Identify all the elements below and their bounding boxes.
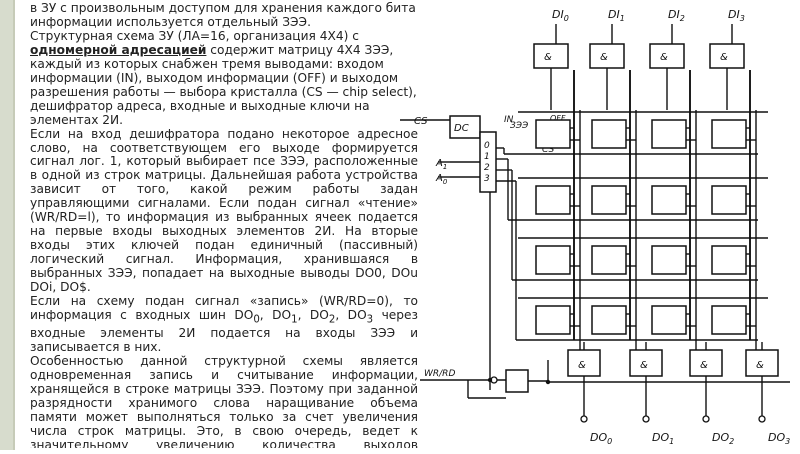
cell-label: ЗЭЭ: [510, 121, 529, 131]
side-stripe-accent: [13, 0, 15, 450]
input-label-di0: DI0: [552, 8, 569, 23]
decoder-dc-label: DC: [454, 123, 469, 134]
memory-cell: [651, 119, 687, 149]
memory-cell: [535, 185, 571, 215]
paragraph-read: Если на вход дешифратора подано некоторо…: [30, 126, 418, 295]
memory-cell: [591, 305, 627, 335]
output-gate-label: &: [756, 360, 764, 371]
decoder-output-label: 0: [484, 141, 490, 151]
output-gate-label: &: [700, 360, 708, 371]
decoder-dc-box: [449, 115, 481, 139]
memory-cell: [535, 119, 571, 149]
side-stripe: [0, 0, 14, 450]
body-text: в ЗУ с произвольным доступом для хранени…: [30, 2, 418, 448]
decoder-output-label: 2: [484, 163, 490, 173]
highlight-term: одномерной адресацией: [30, 42, 207, 57]
input-gate-label: &: [660, 52, 668, 63]
input-label-di2: DI2: [668, 8, 685, 23]
wrrd-label: WR/RD: [424, 369, 455, 379]
memory-cell: [591, 245, 627, 275]
input-gate-label: &: [720, 52, 728, 63]
memory-cell: [651, 245, 687, 275]
output-label-do2: DO2: [712, 431, 734, 446]
output-gate-0: [567, 349, 601, 377]
output-terminal: [580, 415, 588, 423]
wrrd-inverter: [505, 369, 529, 393]
junction-dot: [487, 377, 493, 383]
cs-input-label: CS: [414, 116, 428, 127]
output-label-do1: DO1: [652, 431, 674, 446]
in-pin-label: IN: [504, 115, 514, 125]
memory-cell: [651, 185, 687, 215]
memory-cell: [591, 185, 627, 215]
memory-cell: [711, 185, 747, 215]
decoder-output-label: 3: [484, 174, 490, 184]
cs-pin-label: CS: [542, 145, 554, 155]
memory-cell: [535, 245, 571, 275]
memory-cell: [711, 305, 747, 335]
address-label-a1: A1: [435, 158, 447, 171]
output-gate-label: &: [578, 360, 586, 371]
input-gate-label: &: [544, 52, 552, 63]
input-gate-label: &: [600, 52, 608, 63]
output-terminal: [702, 415, 710, 423]
output-gate-label: &: [640, 360, 648, 371]
output-terminal: [758, 415, 766, 423]
memory-cell: [711, 245, 747, 275]
output-gate-1: [629, 349, 663, 377]
paragraph-structure: Структурная схема ЗУ (ЛА=16, организация…: [30, 28, 417, 127]
junction-dot: [545, 379, 551, 385]
paragraph-write: Если на схему подан сигнал «запись» (WR/…: [30, 294, 418, 355]
input-gate-2: [649, 43, 685, 69]
decoder-output-label: 1: [484, 152, 490, 162]
output-label-do0: DO0: [590, 431, 612, 446]
address-label-a0: A0: [435, 173, 448, 186]
memory-cell: [591, 119, 627, 149]
input-gate-1: [589, 43, 625, 69]
paragraph-intro: в ЗУ с произвольным доступом для хранени…: [30, 2, 416, 29]
memory-cell: [711, 119, 747, 149]
off-pin-label: OFF: [550, 114, 566, 123]
input-label-di1: DI1: [608, 8, 625, 23]
paragraph-feature: Особенностью данной структурной схемы яв…: [30, 354, 418, 448]
output-terminal: [642, 415, 650, 423]
input-label-di3: DI3: [728, 8, 745, 23]
memory-cell: [535, 305, 571, 335]
memory-cell: [651, 305, 687, 335]
output-label-do3: DO3: [768, 431, 790, 446]
